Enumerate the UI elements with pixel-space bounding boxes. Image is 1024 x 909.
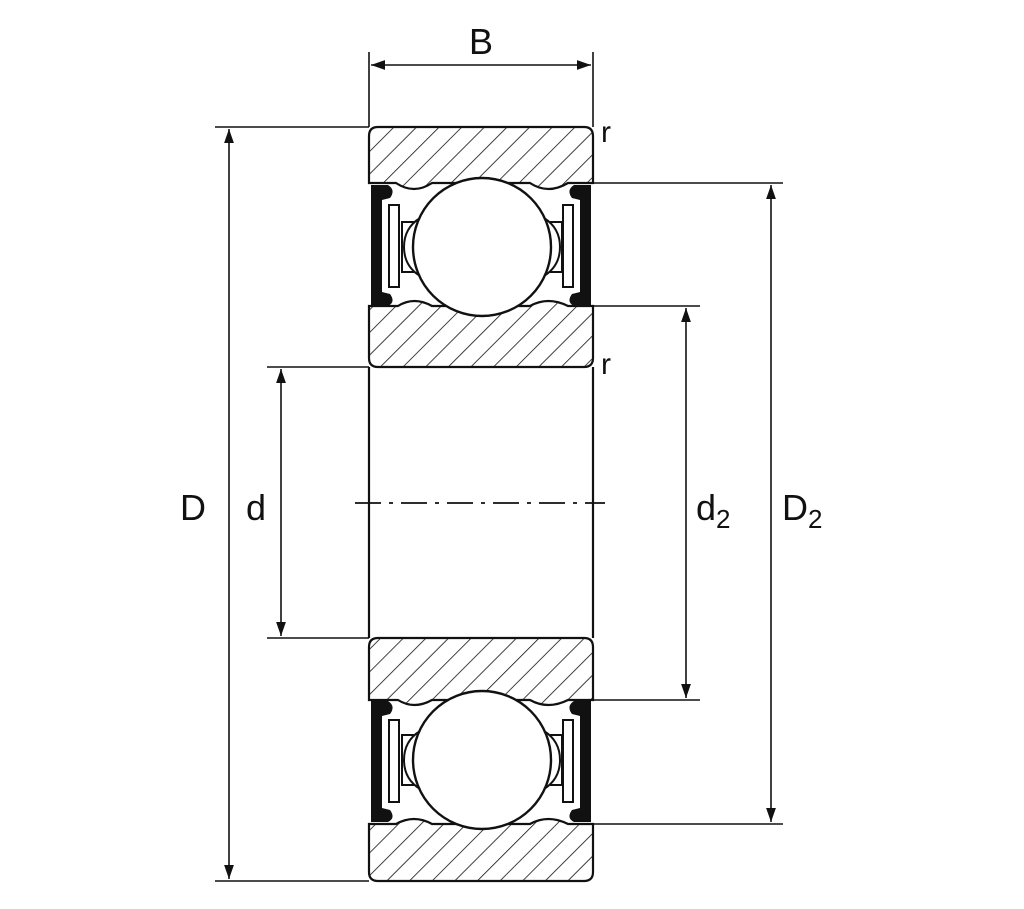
outer-ring-top: [367, 125, 595, 191]
seal-top-left: [371, 185, 400, 306]
label-D: D: [180, 487, 206, 528]
inner-ring-bottom: [367, 636, 595, 707]
label-d2-main: d: [696, 487, 717, 528]
dimension-d: [267, 366, 369, 639]
label-r-top: r: [601, 116, 611, 149]
seal-bottom-left: [371, 701, 400, 822]
dimension-d2: [593, 305, 700, 701]
ball-bottom: [411, 689, 553, 831]
dimension-B: [368, 52, 594, 127]
label-d2: d2: [696, 487, 731, 534]
label-D2-sub: 2: [808, 504, 823, 534]
label-D2: D2: [782, 487, 823, 534]
label-D2-main: D: [782, 487, 808, 528]
label-d2-sub: 2: [716, 504, 731, 534]
dimension-D2: [593, 182, 783, 825]
label-d: d: [246, 487, 267, 528]
label-B: B: [469, 21, 494, 62]
seal-top-right: [562, 185, 591, 306]
label-r-bottom: r: [601, 348, 611, 381]
ball-top: [411, 176, 553, 318]
seal-bottom-right: [562, 701, 591, 822]
dimension-D: [215, 126, 369, 882]
